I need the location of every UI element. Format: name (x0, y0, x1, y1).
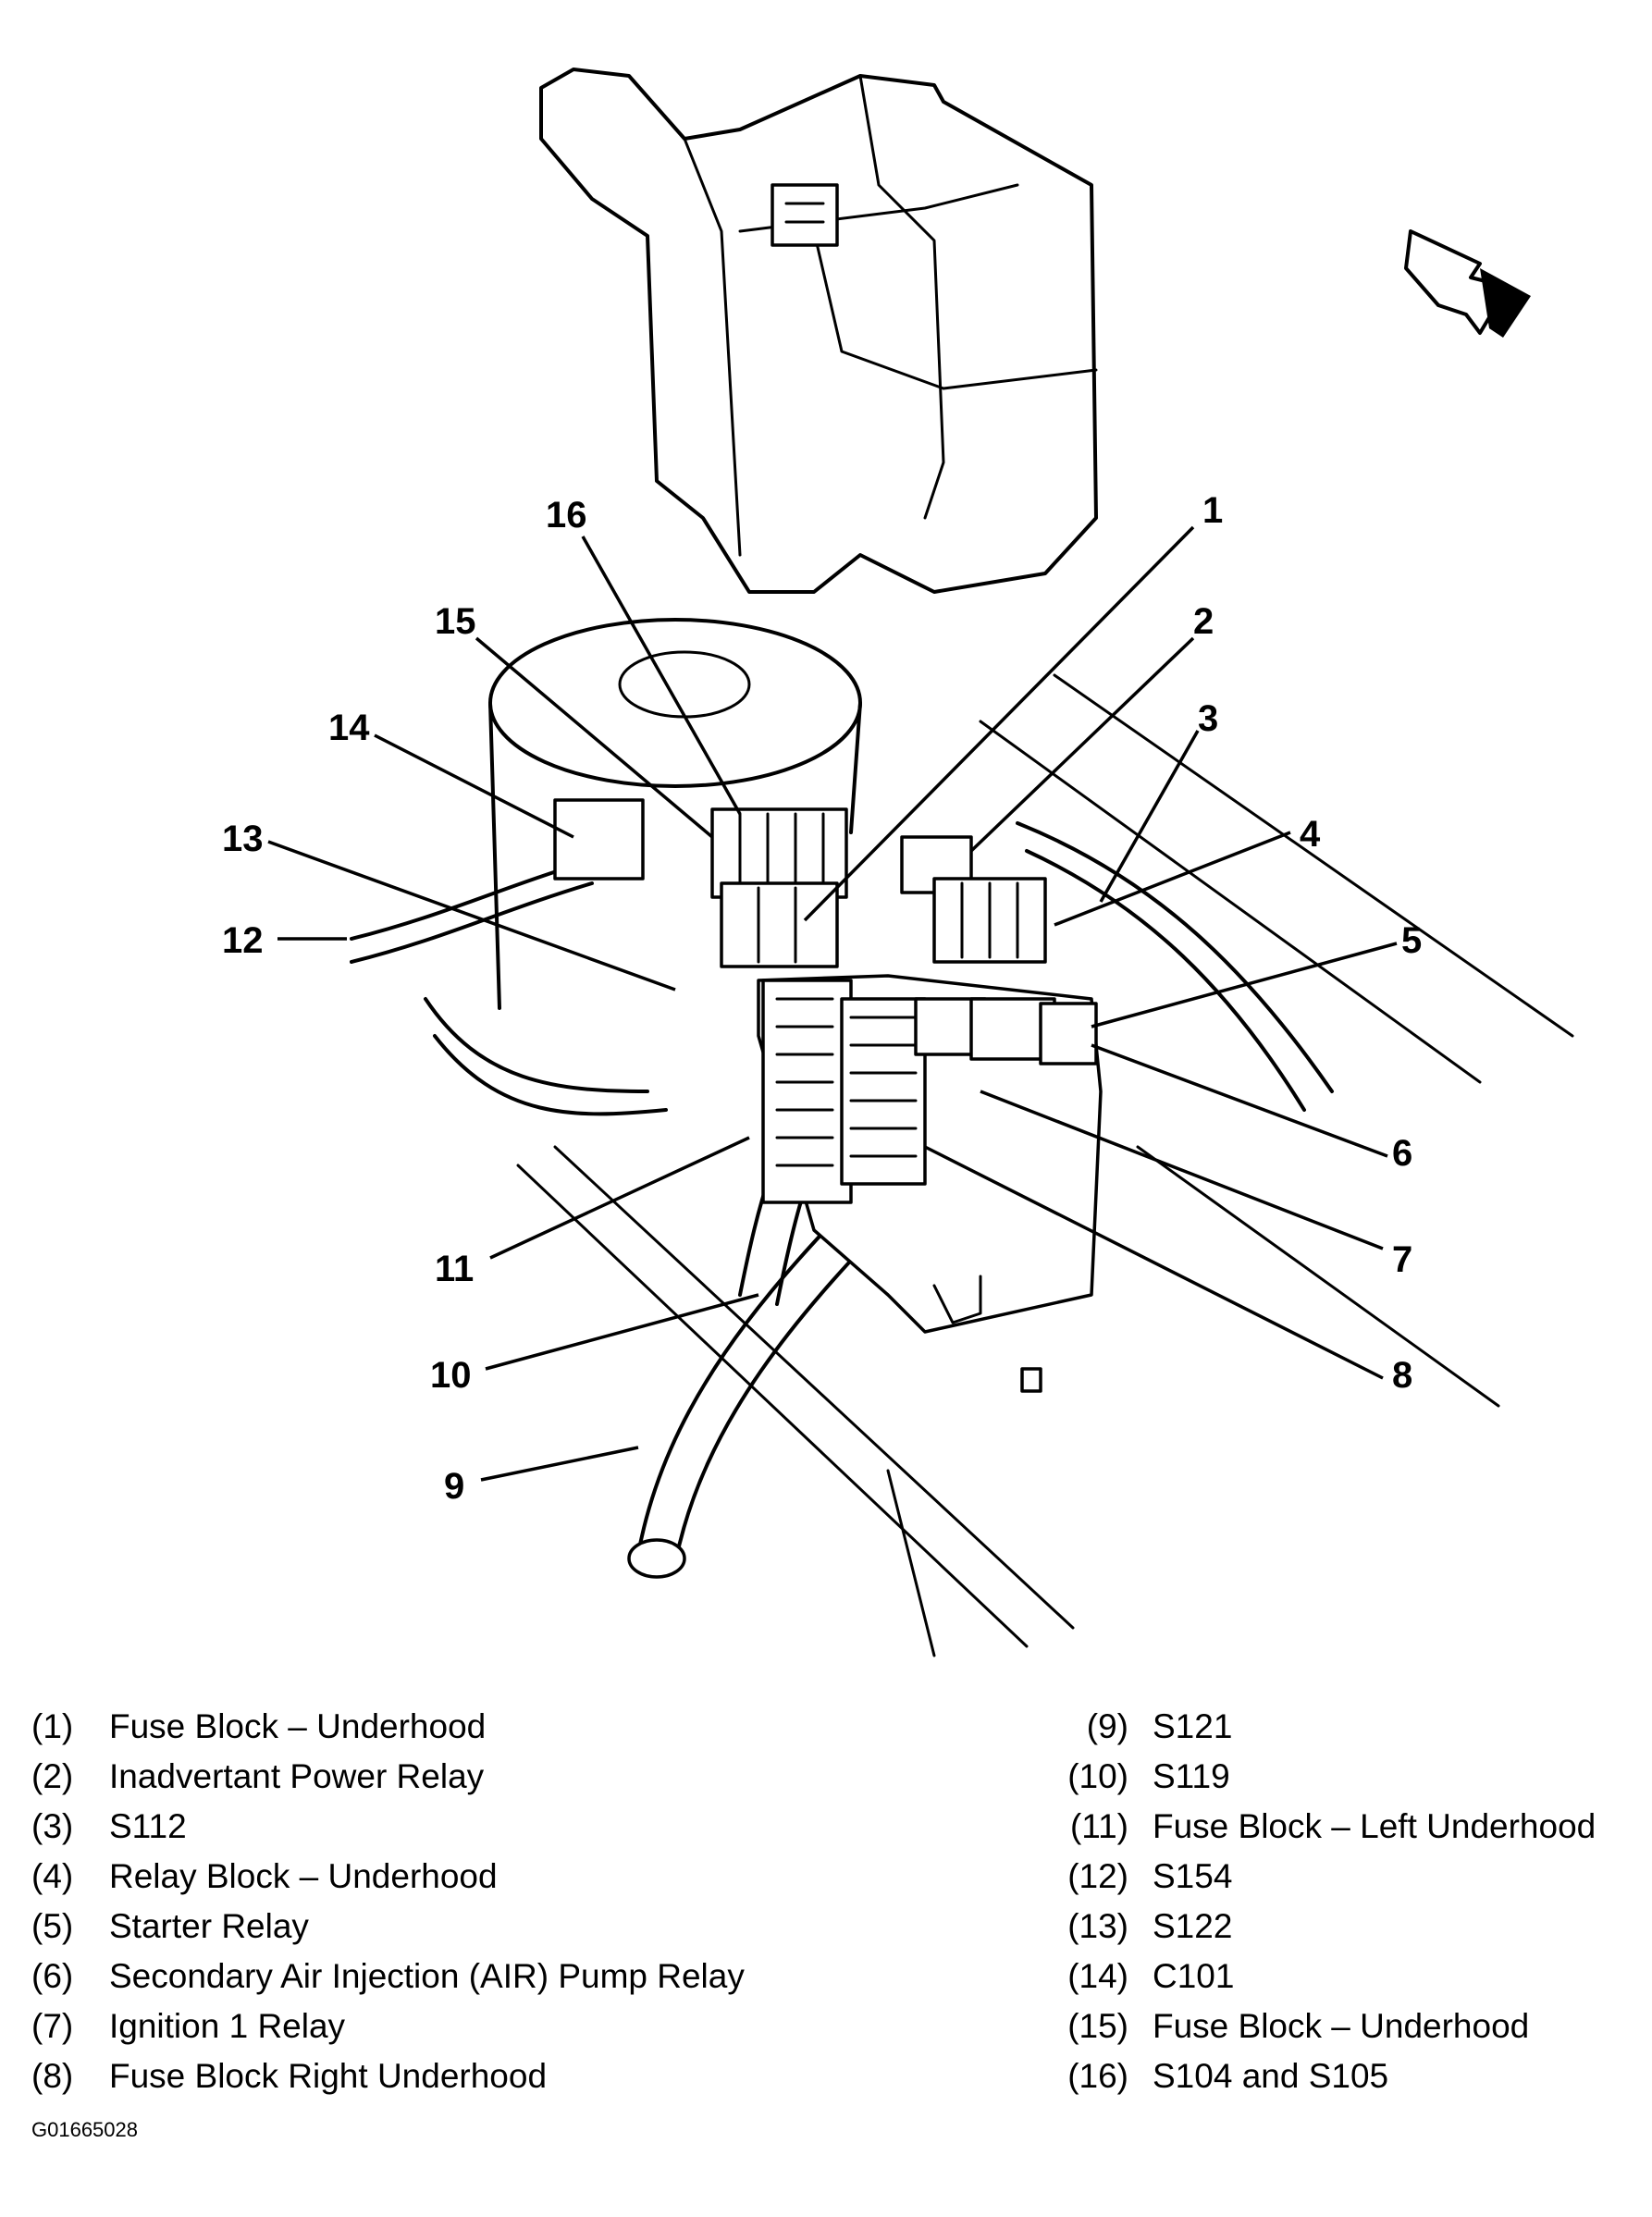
legend-item: (1) Fuse Block – Underhood (31, 1702, 745, 1752)
legend-text: Fuse Block – Left Underhood (1153, 1807, 1597, 1845)
callout-6: 6 (1392, 1133, 1412, 1174)
figure-id: G01665028 (31, 2118, 138, 2141)
legend-text: Inadvertant Power Relay (109, 1757, 485, 1795)
callout-7: 7 (1392, 1239, 1412, 1280)
legend-item: (16) S104 and S105 (1027, 2051, 1596, 2101)
legend-text: Ignition 1 Relay (109, 2007, 346, 2045)
legend-item: (6) Secondary Air Injection (AIR) Pump Re… (31, 1952, 745, 2001)
callout-2: 2 (1193, 601, 1214, 642)
legend-item: (11) Fuse Block – Left Underhood (1027, 1802, 1596, 1852)
legend-number: (5) (31, 1907, 74, 1945)
legend-number: (6) (31, 1957, 74, 1995)
callout-12: 12 (222, 920, 264, 961)
legend-item: (15) Fuse Block – Underhood (1027, 2001, 1596, 2051)
forward-arrow-icon (1404, 229, 1531, 338)
frame-rail-lines (516, 673, 1574, 1657)
legend-text: Relay Block – Underhood (109, 1857, 498, 1895)
legend-text: Fuse Block – Underhood (1153, 2007, 1530, 2045)
legend-number: (10) (1067, 1757, 1128, 1795)
legend-number: (3) (31, 1807, 74, 1845)
legend-item: (8) Fuse Block Right Underhood (31, 2051, 745, 2101)
callout-13: 13 (222, 819, 264, 859)
legend-column-right: (9) S121 (10) S119 (11) Fuse Block – Left U… (1027, 1702, 1596, 2101)
legend-text: Secondary Air Injection (AIR) Pump Relay (109, 1957, 745, 1995)
legend-item: (10) S119 (1027, 1752, 1596, 1802)
legend-text: S112 (109, 1807, 187, 1845)
legend-item: (14) C101 (1027, 1952, 1596, 2001)
callout-9: 9 (444, 1466, 464, 1507)
legend-item: (7) Ignition 1 Relay (31, 2001, 745, 2051)
legend-text: S104 and S105 (1153, 2057, 1389, 2095)
legend-number: (15) (1067, 2007, 1128, 2045)
legend-text: C101 (1153, 1957, 1235, 1995)
legend-number: (13) (1067, 1907, 1128, 1945)
callout-8: 8 (1392, 1355, 1412, 1396)
legend-column-left: (1) Fuse Block – Underhood (2) Inadvertant… (31, 1702, 745, 2101)
callout-1: 1 (1202, 490, 1223, 531)
air-cleaner-housing (539, 68, 1098, 594)
relay-fuse-blocks (553, 798, 1103, 1393)
legend-text: S119 (1153, 1757, 1230, 1795)
legend-number: (12) (1067, 1857, 1128, 1895)
legend-number: (11) (1069, 1807, 1128, 1845)
legend-text: S122 (1153, 1907, 1233, 1945)
legend-number: (4) (31, 1857, 74, 1895)
callout-labels: 1 2 3 4 5 6 7 8 9 10 11 12 13 14 15 16 (222, 490, 1422, 1507)
legend-item: (9) S121 (1027, 1702, 1596, 1752)
legend-number: (9) (1086, 1707, 1128, 1745)
legend-item: (4) Relay Block – Underhood (31, 1852, 745, 1902)
callout-14: 14 (328, 708, 370, 748)
component-legend: (1) Fuse Block – Underhood (2) Inadvertant… (0, 1702, 1652, 2109)
legend-text: Starter Relay (109, 1907, 309, 1945)
legend-text: S121 (1153, 1707, 1233, 1745)
legend-item: (13) S122 (1027, 1902, 1596, 1952)
legend-item: (2) Inadvertant Power Relay (31, 1752, 745, 1802)
callout-15: 15 (435, 601, 476, 642)
legend-text: S154 (1153, 1857, 1233, 1895)
legend-number: (2) (31, 1757, 74, 1795)
legend-item: (5) Starter Relay (31, 1902, 745, 1952)
legend-text: Fuse Block Right Underhood (109, 2057, 548, 2095)
callout-3: 3 (1198, 698, 1218, 739)
callout-10: 10 (430, 1355, 472, 1396)
legend-number: (1) (31, 1707, 74, 1745)
legend-number: (14) (1067, 1957, 1128, 1995)
legend-text: Fuse Block – Underhood (109, 1707, 487, 1745)
legend-number: (8) (31, 2057, 74, 2095)
callout-5: 5 (1401, 920, 1422, 961)
component-locator-diagram: 1 2 3 4 5 6 7 8 9 10 11 12 13 14 15 16 (222, 68, 1574, 1657)
legend-item: (3) S112 (31, 1802, 745, 1852)
leader-lines (267, 525, 1398, 1482)
legend-number: (7) (31, 2007, 74, 2045)
callout-16: 16 (546, 495, 587, 536)
legend-number: (16) (1067, 2057, 1128, 2095)
callout-11: 11 (435, 1249, 474, 1289)
legend-item: (12) S154 (1027, 1852, 1596, 1902)
callout-4: 4 (1300, 814, 1321, 855)
